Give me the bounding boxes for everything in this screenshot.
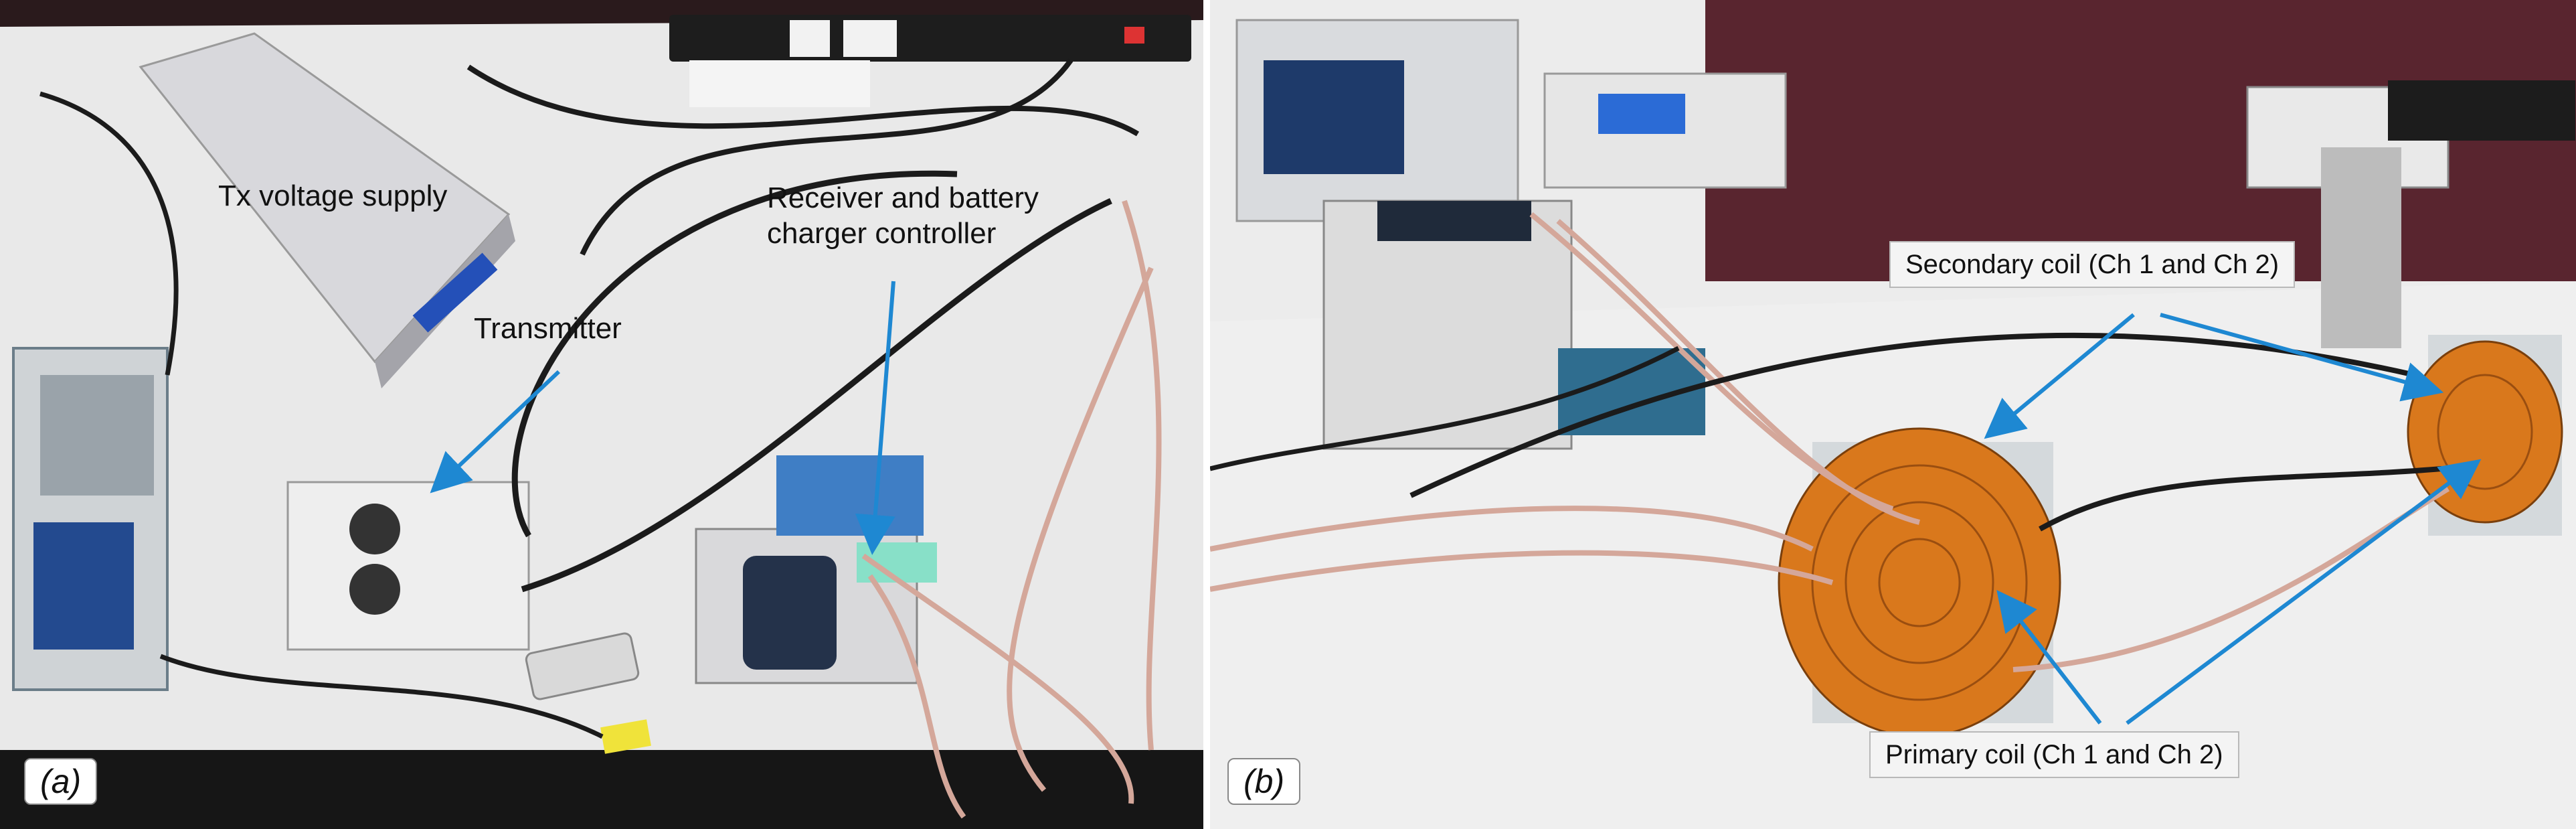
panel-a-photo: Tx voltage supply Transmitter Receiver a… xyxy=(0,0,1203,829)
panel-b-photo: Secondary coil (Ch 1 and Ch 2) Primary c… xyxy=(1210,0,2576,829)
arrow-secondary-right xyxy=(2160,313,2444,402)
arrow-secondary-left xyxy=(1984,313,2135,439)
label-receiver-controller: Receiver and battery charger controller xyxy=(767,181,1039,250)
arrow-primary-left xyxy=(1996,590,2102,725)
panel-a-scene xyxy=(0,0,1203,829)
transmitter-board xyxy=(286,481,530,651)
arrow-transmitter xyxy=(430,370,561,494)
label-secondary-coil: Secondary coil (Ch 1 and Ch 2) xyxy=(1889,241,2296,288)
arrow-primary-right xyxy=(2126,459,2482,725)
power-strip xyxy=(669,15,1191,62)
label-primary-coil: Primary coil (Ch 1 and Ch 2) xyxy=(1869,731,2239,778)
arrow-receiver xyxy=(855,281,895,555)
primary-coil xyxy=(1778,427,2061,738)
panel-b-scene xyxy=(1210,0,2576,829)
label-transmitter: Transmitter xyxy=(474,312,622,345)
panel-tag-a: (a) xyxy=(24,758,98,805)
label-tx-voltage-supply: Tx voltage supply xyxy=(218,179,448,212)
panel-tag-b: (b) xyxy=(1227,758,1301,805)
